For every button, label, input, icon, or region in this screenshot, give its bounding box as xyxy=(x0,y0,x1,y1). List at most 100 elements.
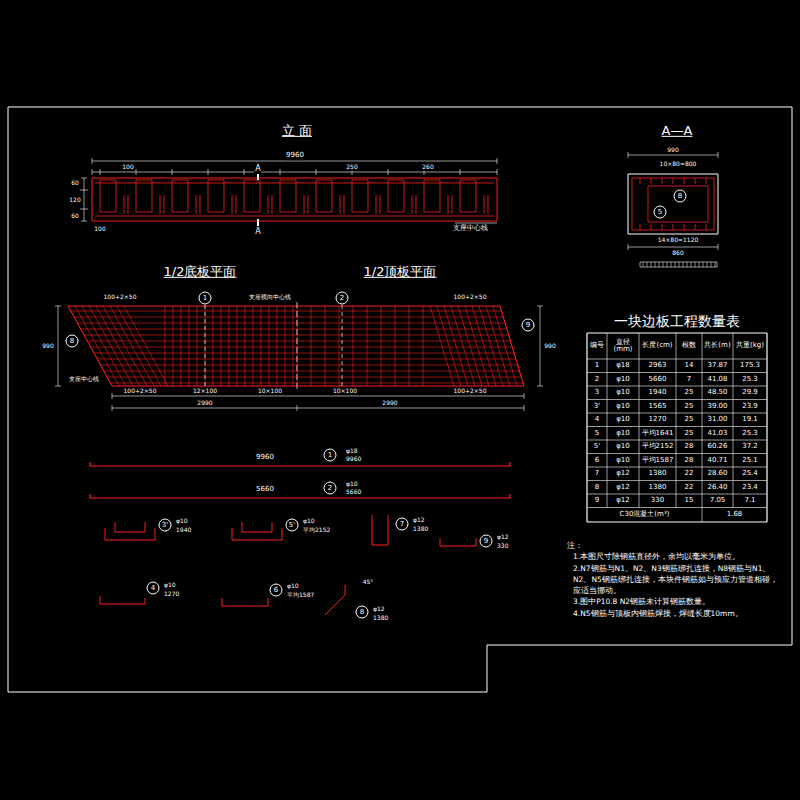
table-cell: 长度(cm) xyxy=(640,334,675,359)
table-cell: 3 xyxy=(588,387,606,400)
dimension-text: φ18 xyxy=(345,448,359,455)
dimension-tick xyxy=(297,405,298,411)
view-title: 1/2顶板平面 xyxy=(363,265,438,279)
section-mark xyxy=(257,174,259,180)
bar-shape xyxy=(372,515,388,545)
table-cell: 8 xyxy=(588,481,606,494)
longitudinal-bar xyxy=(95,216,494,217)
section-rebar xyxy=(673,224,674,230)
dimension-tick xyxy=(172,169,173,175)
mesh-bar xyxy=(353,306,354,386)
dimension-text: 1940 xyxy=(175,527,192,534)
mesh-bar xyxy=(293,306,294,386)
dimension-text: 100+2×50 xyxy=(453,388,488,395)
section-rebar xyxy=(651,178,652,184)
table-cell: 4 xyxy=(588,414,606,427)
dimension-tick xyxy=(280,169,281,175)
stirrup-leg xyxy=(412,195,413,214)
mesh-bar xyxy=(261,306,262,386)
stirrup xyxy=(208,180,224,212)
table-cell: φ18 xyxy=(608,360,638,373)
mesh-bar xyxy=(367,306,368,386)
table-cell: 7.05 xyxy=(703,495,732,508)
table-rule xyxy=(587,507,767,508)
table-cell: 25.3 xyxy=(734,427,766,440)
callout-number: 9 xyxy=(526,322,530,329)
stirrup-leg xyxy=(164,195,165,214)
dimension-text: 860 xyxy=(671,250,684,257)
section-outline xyxy=(628,174,718,234)
table-cell: 7.1 xyxy=(734,495,766,508)
section-rebar xyxy=(673,178,674,184)
skew-bar xyxy=(465,306,489,386)
stirrup-leg xyxy=(416,195,417,214)
table-title: 一块边板工程数量表 xyxy=(613,314,741,329)
section-rebar xyxy=(695,178,696,184)
view-title: 立 面 xyxy=(281,124,313,138)
dimension-text: φ12 xyxy=(412,517,426,524)
callout-circle: 8 xyxy=(356,606,369,619)
dimension-text: 支座中心线 xyxy=(68,376,100,383)
table-cell: φ10 xyxy=(608,414,638,427)
dimension-tick xyxy=(92,169,93,175)
table-rule xyxy=(766,508,767,523)
skew-bar xyxy=(430,306,454,386)
dimension-text: 45° xyxy=(362,579,375,586)
hatch-line xyxy=(707,262,708,267)
dimension-tick xyxy=(628,152,629,158)
stirrup-leg xyxy=(376,195,377,214)
plan-mesh xyxy=(60,306,530,386)
callout-number: 7 xyxy=(400,521,404,528)
dimension-text: 100+2×50 xyxy=(103,294,138,301)
mesh-bar xyxy=(213,306,214,386)
bar-shape xyxy=(232,528,282,540)
table-cell: φ12 xyxy=(608,468,638,481)
dimension-text: 支座横向中心线 xyxy=(248,294,292,301)
table-cell: 37.87 xyxy=(703,360,732,373)
table-cell: 6 xyxy=(588,454,606,467)
dimension-line xyxy=(58,306,59,386)
dimension-text: 990 xyxy=(41,343,54,350)
mesh-bar xyxy=(339,306,340,386)
stirrup-leg xyxy=(304,195,305,214)
table-rule xyxy=(587,521,767,522)
table-rule xyxy=(587,359,767,360)
hatch-bar-outline xyxy=(640,262,717,267)
dimension-text: 2990 xyxy=(381,400,398,407)
table-cell: 1270 xyxy=(640,414,675,427)
mesh-bar xyxy=(189,306,190,386)
stirrup-leg xyxy=(344,195,345,214)
dimension-text: 5660 xyxy=(345,489,362,496)
table-cell: 5 xyxy=(588,427,606,440)
stirrup xyxy=(352,180,368,212)
callout-number: 6 xyxy=(274,587,278,594)
table-cell: 直径(mm) xyxy=(608,334,638,359)
table-cell: 15 xyxy=(677,495,701,508)
callout-circle: 2 xyxy=(324,482,337,495)
dimension-text: 100+2×50 xyxy=(453,294,488,301)
dimension-text: A xyxy=(254,228,261,237)
mesh-bar xyxy=(269,306,270,386)
mesh-bar xyxy=(60,323,530,324)
dimension-text: 260 xyxy=(421,164,434,171)
table-cell: φ10 xyxy=(608,400,638,413)
table-cell: 25 xyxy=(677,427,701,440)
dimension-text: 10×80=800 xyxy=(659,161,698,168)
skew-bar xyxy=(82,306,126,386)
table-cell: 平均1587 xyxy=(640,454,675,467)
table-cell: 60.26 xyxy=(703,441,732,454)
stirrup xyxy=(100,180,116,212)
table-cell: 2963 xyxy=(640,360,675,373)
plan-outline xyxy=(68,306,524,386)
note-text: 注： xyxy=(567,540,782,551)
callout-number: 4 xyxy=(151,585,155,592)
callout-number: 5' xyxy=(289,522,295,529)
callout-number: 3' xyxy=(162,522,168,529)
callout-number: 8 xyxy=(360,609,364,616)
table-cell: 22 xyxy=(677,481,701,494)
mesh-bar xyxy=(60,371,530,372)
section-rebar xyxy=(632,178,714,230)
dimension-tick xyxy=(524,405,525,411)
table-cell: 37.2 xyxy=(734,441,766,454)
dimension-tick xyxy=(497,158,498,164)
